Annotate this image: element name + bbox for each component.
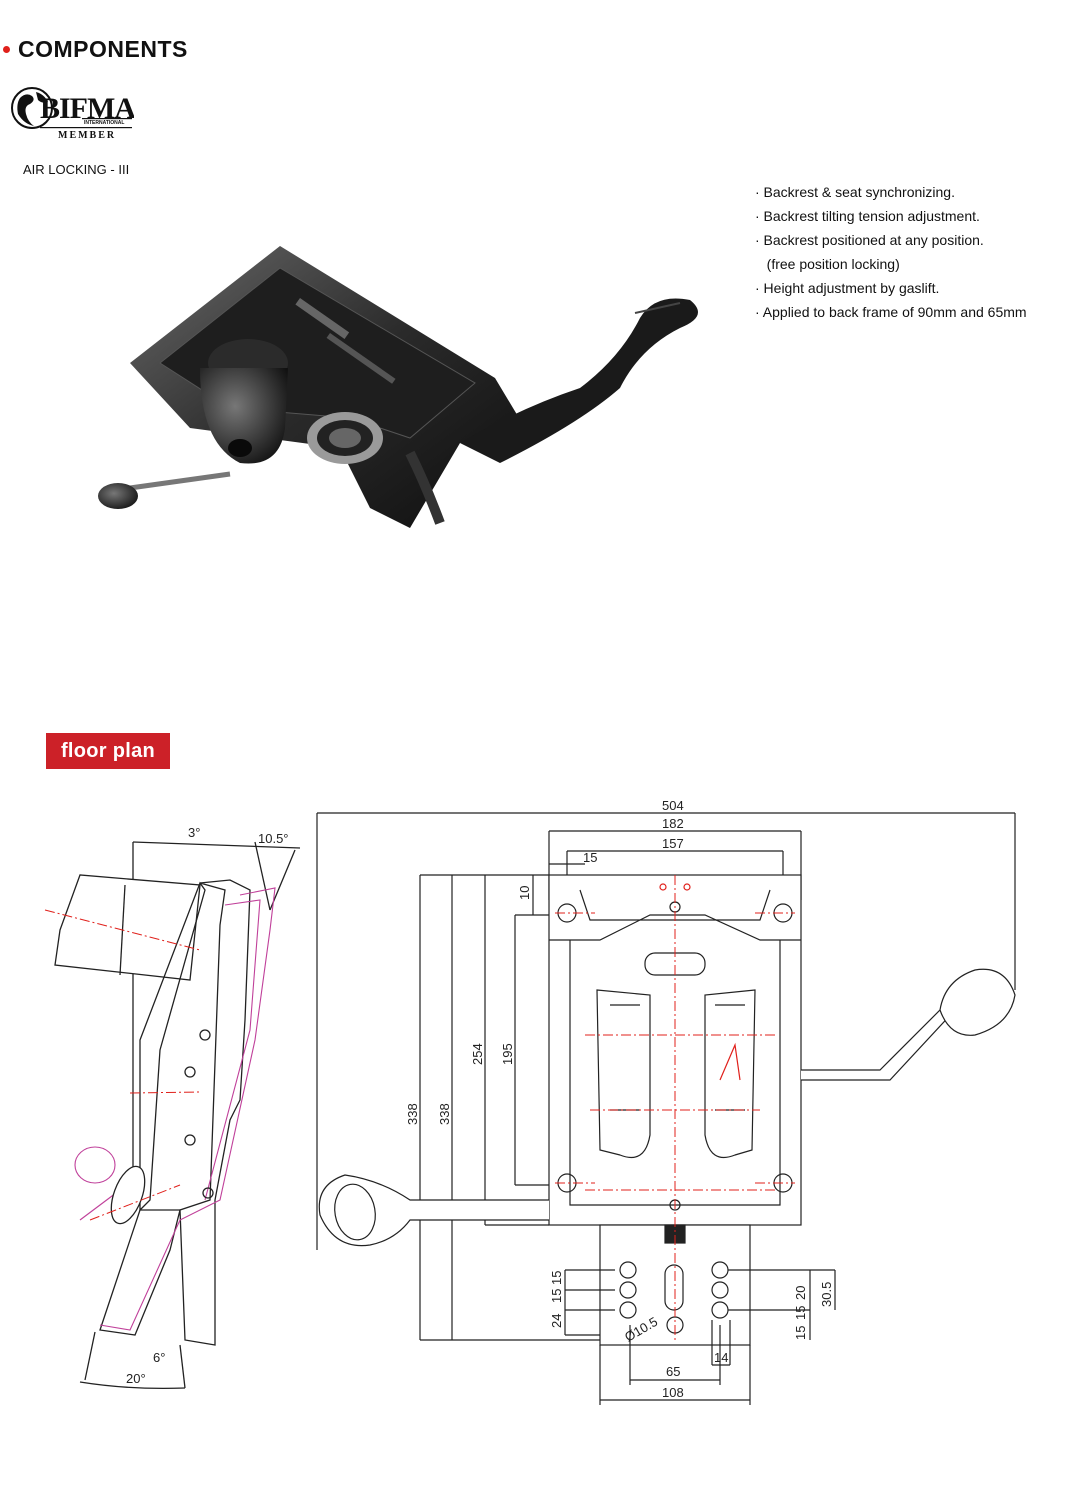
svg-text:MEMBER: MEMBER xyxy=(58,130,116,141)
chair-mechanism-illustration xyxy=(98,246,698,528)
dim-65: 65 xyxy=(666,1364,680,1379)
model-name: AIR LOCKING - III xyxy=(23,162,130,177)
feature-item: · Backrest tilting tension adjustment. xyxy=(755,208,980,224)
angle-10-5: 10.5° xyxy=(258,831,289,846)
dim-182: 182 xyxy=(662,816,684,831)
dim-254: 254 xyxy=(470,1043,485,1065)
dim-30-5: 30.5 xyxy=(819,1282,834,1307)
feature-item: · Backrest & seat synchronizing. xyxy=(755,184,955,200)
dim-24: 24 xyxy=(549,1314,564,1328)
angle-3: 3° xyxy=(188,825,200,840)
product-photo xyxy=(80,238,720,538)
angle-6: 6° xyxy=(153,1350,165,1365)
plan-view xyxy=(316,812,1016,1405)
bifma-logo: BIFMA INTERNATIONAL MEMBER xyxy=(10,84,137,144)
dim-20: 20 xyxy=(793,1286,808,1300)
feature-item: · Height adjustment by gaslift. xyxy=(755,280,940,296)
dim-15-b: 15 xyxy=(549,1289,564,1303)
dim-15-d: 15 xyxy=(793,1306,808,1320)
feature-item: · Applied to back frame of 90mm and 65mm xyxy=(755,304,1027,320)
dim-338-b: 338 xyxy=(437,1103,452,1125)
dim-15-e: 15 xyxy=(793,1326,808,1340)
section-heading: COMPONENTS xyxy=(0,36,188,63)
dim-15-top: 15 xyxy=(583,850,597,865)
feature-item: (free position locking) xyxy=(755,256,900,272)
section-title: COMPONENTS xyxy=(18,36,188,62)
dim-10: 10 xyxy=(517,886,532,900)
drawing-canvas: 3° 10.5° 6° 20° xyxy=(44,798,1016,1405)
technical-drawing: 3° 10.5° 6° 20° xyxy=(0,780,1086,1420)
dim-338-a: 338 xyxy=(405,1103,420,1125)
dim-108: 108 xyxy=(662,1385,684,1400)
bullet-dot xyxy=(3,46,10,53)
dim-14: 14 xyxy=(714,1350,728,1365)
angle-20: 20° xyxy=(126,1371,146,1386)
svg-text:INTERNATIONAL: INTERNATIONAL xyxy=(84,120,124,126)
dim-195: 195 xyxy=(500,1043,515,1065)
floor-plan-label: floor plan xyxy=(46,733,170,769)
dim-15-a: 15 xyxy=(549,1271,564,1285)
svg-text:BIFMA: BIFMA xyxy=(40,92,134,125)
feature-list: · Backrest & seat synchronizing. · Backr… xyxy=(755,180,1027,324)
side-view xyxy=(44,841,301,1390)
dim-504: 504 xyxy=(662,798,684,813)
bifma-logo-graphic: BIFMA INTERNATIONAL MEMBER xyxy=(11,87,137,141)
dim-157: 157 xyxy=(662,836,684,851)
feature-item: · Backrest positioned at any position. xyxy=(755,232,984,248)
